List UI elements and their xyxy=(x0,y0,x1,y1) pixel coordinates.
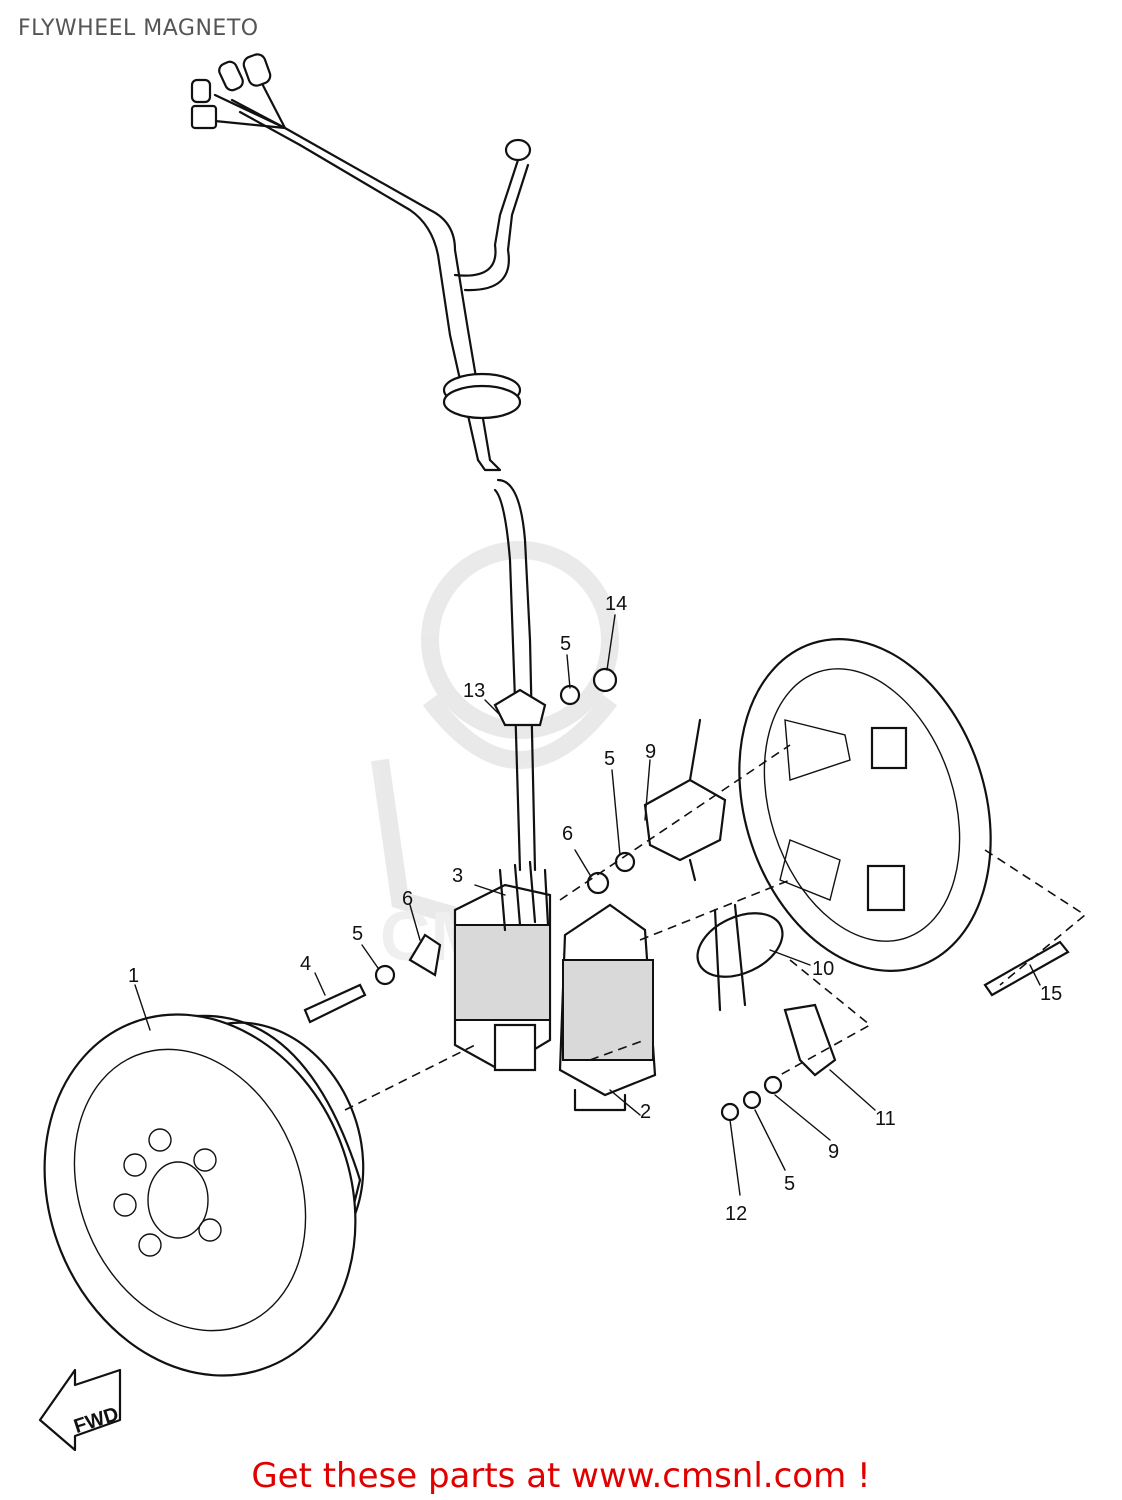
part-label-15: 15 xyxy=(1040,983,1062,1005)
pulser-unit xyxy=(643,718,727,882)
part-label-9a: 9 xyxy=(645,741,656,763)
part-label-5b: 5 xyxy=(560,633,571,655)
part-label-5c: 5 xyxy=(604,748,615,770)
part-label-14: 14 xyxy=(605,593,627,615)
part-label-2: 2 xyxy=(640,1101,651,1123)
flywheel xyxy=(43,1013,365,1377)
page-title: FLYWHEEL MAGNETO xyxy=(18,16,259,41)
part-label-6b: 6 xyxy=(562,823,573,845)
part-label-5a: 5 xyxy=(352,923,363,945)
leader-lines xyxy=(134,614,1041,1196)
part-label-1: 1 xyxy=(128,965,139,987)
part-label-11: 11 xyxy=(875,1108,896,1130)
footer-parts-link[interactable]: Get these parts at www.cmsnl.com ! xyxy=(251,1456,871,1496)
part-label-6a: 6 xyxy=(402,888,413,910)
wire-harness xyxy=(190,53,537,872)
part-label-4: 4 xyxy=(300,953,311,975)
hardware xyxy=(303,667,1070,1122)
part-label-13: 13 xyxy=(463,680,485,702)
part-labels: 1 2 3 4 5 5 5 5 6 6 9 9 10 11 12 13 14 1… xyxy=(128,593,1062,1225)
forward-direction-arrow: FWD xyxy=(38,1368,121,1452)
charging-coil xyxy=(558,903,657,1112)
part-label-3: 3 xyxy=(452,865,463,887)
part-label-9b: 9 xyxy=(828,1141,839,1163)
part-label-10: 10 xyxy=(812,958,834,980)
part-label-12: 12 xyxy=(725,1203,747,1225)
assembly-lines xyxy=(344,744,1087,1111)
fwd-label: FWD xyxy=(71,1403,121,1438)
stator-base-plate xyxy=(738,638,992,972)
source-coil xyxy=(453,860,552,1072)
part-label-5d: 5 xyxy=(784,1173,795,1195)
condenser xyxy=(696,903,784,1012)
